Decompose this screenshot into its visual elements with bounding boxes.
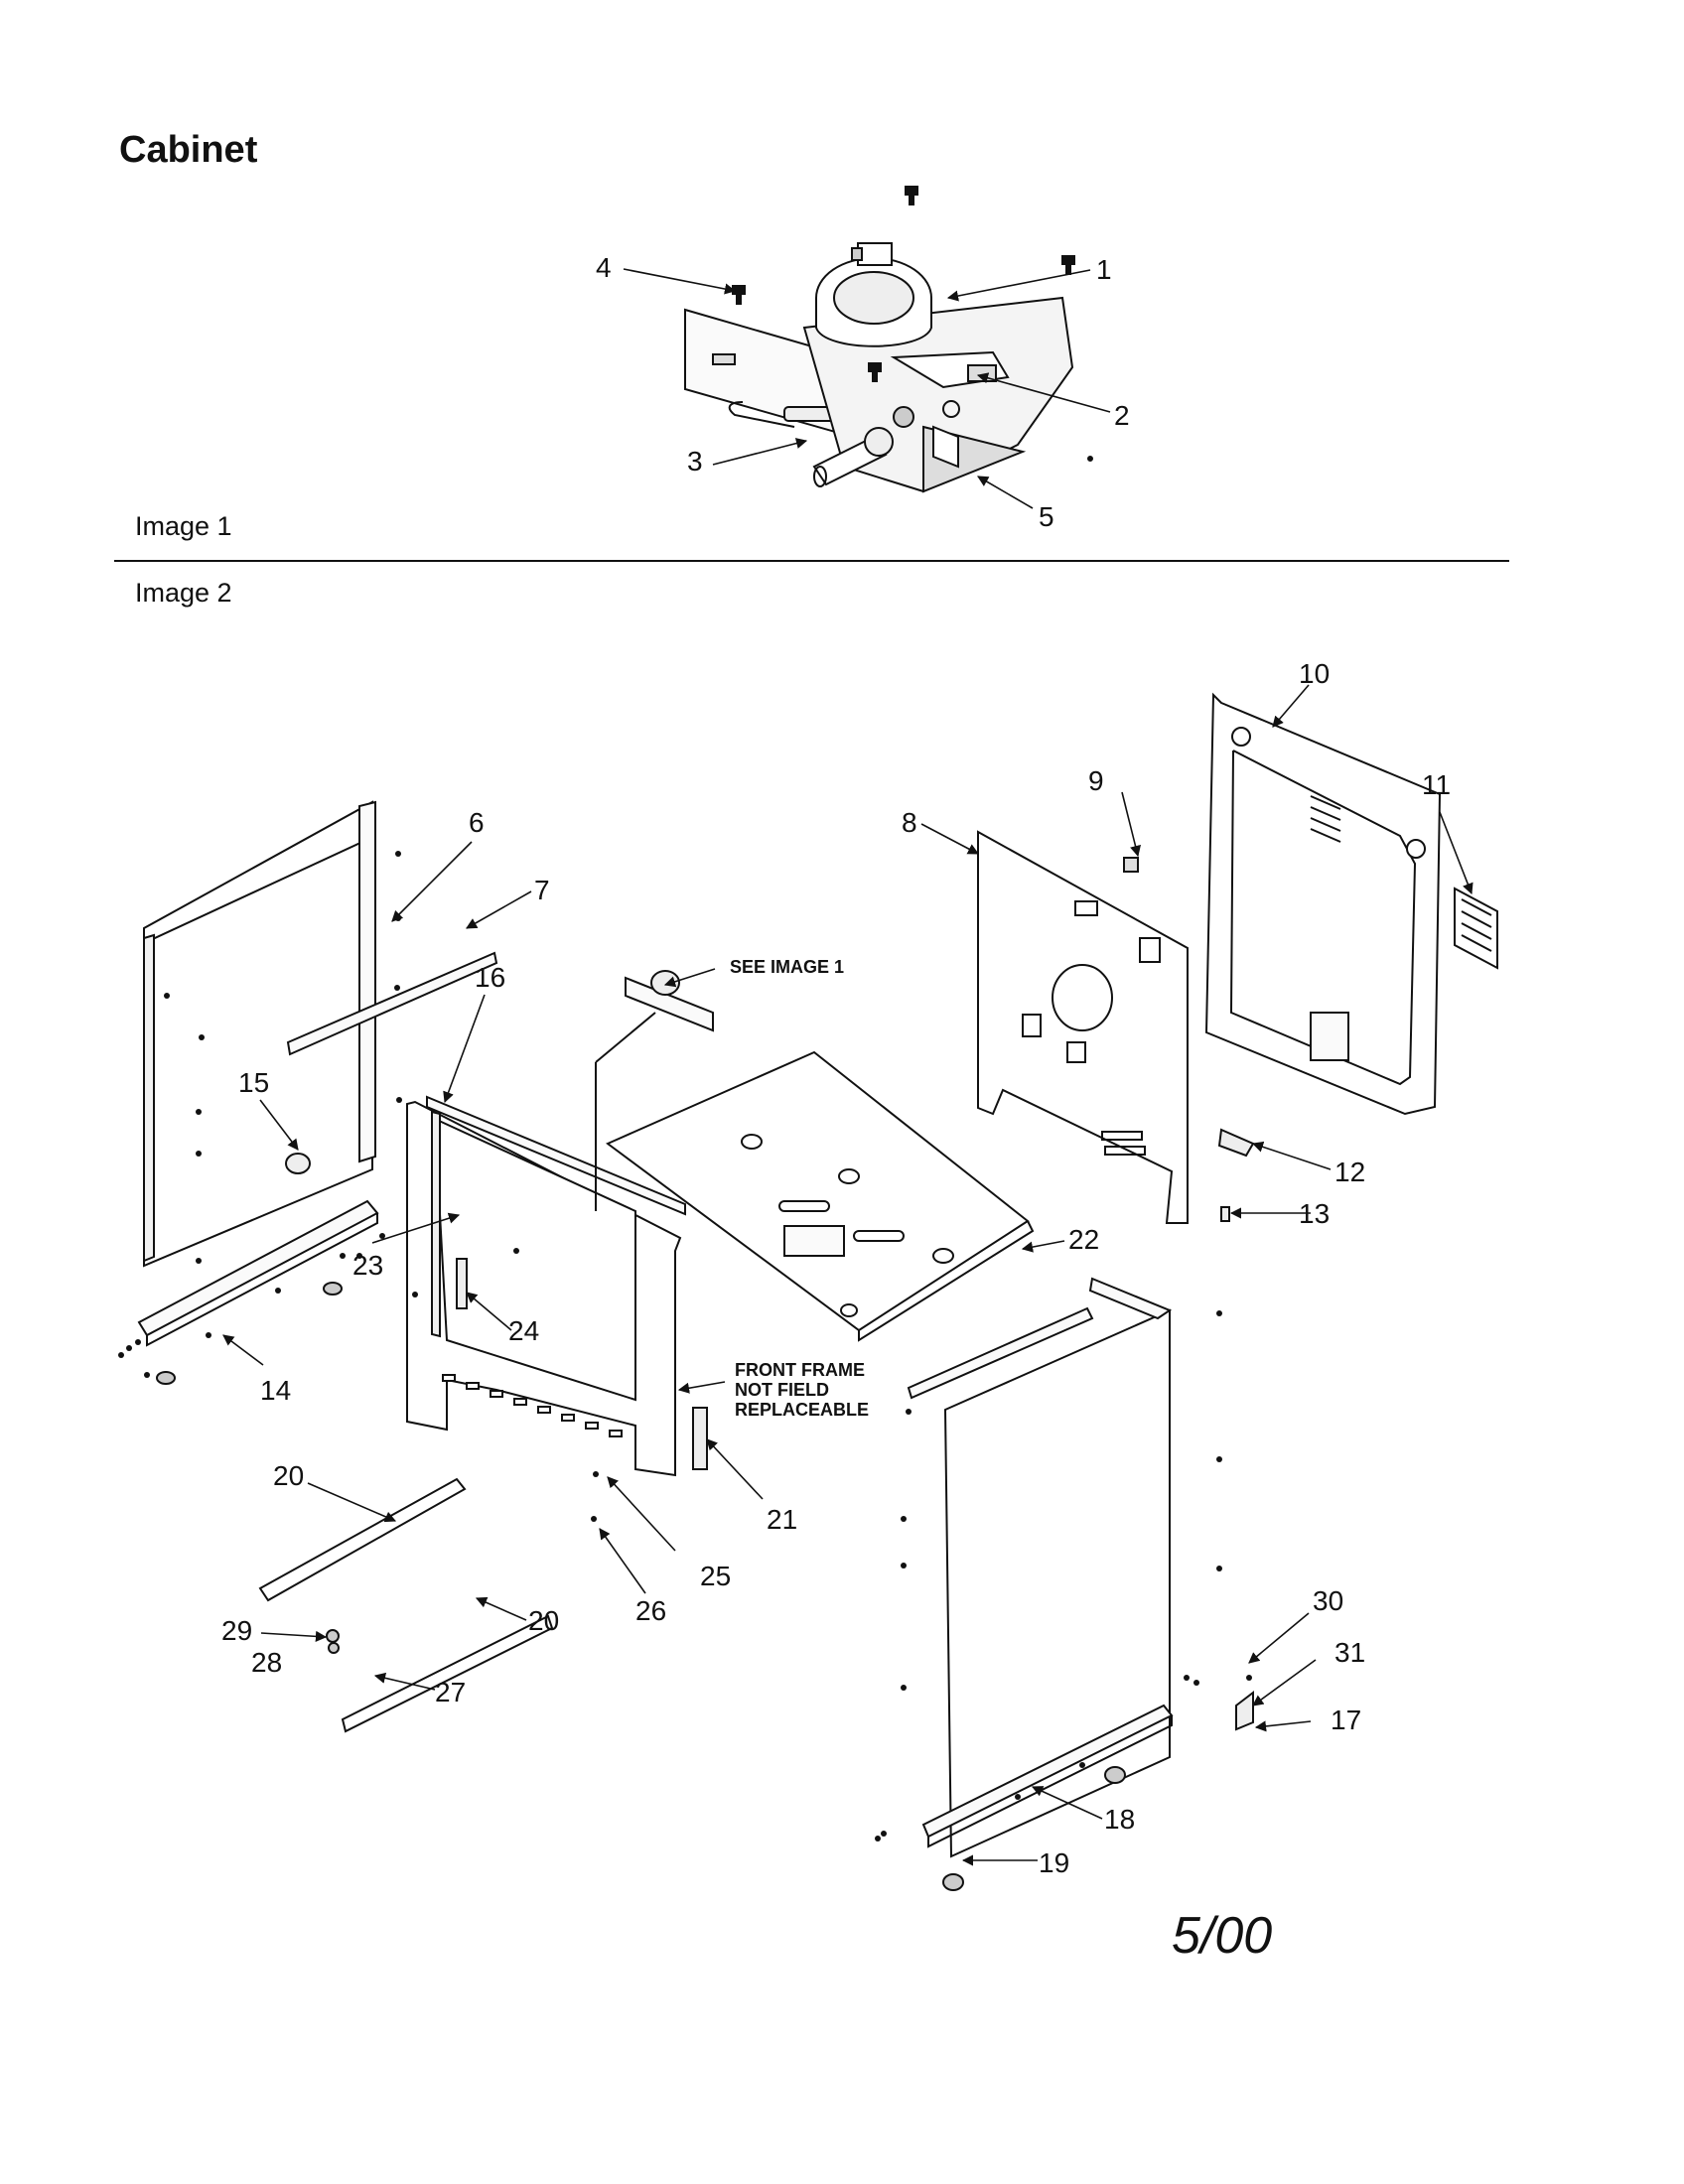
- fastener-dots: [118, 851, 1252, 1842]
- note-see-image-1: SEE IMAGE 1: [730, 957, 844, 977]
- callout-12: 12: [1334, 1157, 1365, 1187]
- callout-21: 21: [767, 1504, 797, 1535]
- callout-31: 31: [1334, 1637, 1365, 1668]
- callout-20-lower: 20: [528, 1605, 559, 1636]
- callout-4: 4: [596, 252, 612, 283]
- callout-2: 2: [1114, 400, 1130, 431]
- callout-10: 10: [1299, 658, 1330, 689]
- callout-1: 1: [1096, 254, 1112, 285]
- revision-date: 5/00: [1172, 1907, 1273, 1965]
- callout-15: 15: [238, 1067, 269, 1098]
- callout-14: 14: [260, 1375, 291, 1406]
- callout-23: 23: [352, 1250, 383, 1281]
- callout-25: 25: [700, 1561, 731, 1591]
- note-front-frame-line-1: FRONT FRAME: [735, 1360, 865, 1380]
- callout-9: 9: [1088, 765, 1104, 796]
- callout-29: 29: [221, 1615, 252, 1646]
- screw-icon: [732, 285, 746, 305]
- callout-8: 8: [902, 807, 917, 838]
- right-side-panel: [943, 1308, 1171, 1858]
- screw-icon: [868, 362, 882, 382]
- callout-13: 13: [1299, 1198, 1330, 1229]
- screw-icon: [1061, 255, 1075, 275]
- callout-3: 3: [687, 446, 703, 477]
- callout-17: 17: [1331, 1705, 1361, 1735]
- note-front-frame-line-3: REPLACEABLE: [735, 1400, 869, 1420]
- image-1-leaders: [623, 268, 1111, 509]
- note-front-frame-line-2: NOT FIELD: [735, 1380, 829, 1400]
- callout-22: 22: [1068, 1224, 1099, 1255]
- callout-16: 16: [475, 962, 505, 993]
- callout-19: 19: [1039, 1847, 1069, 1878]
- callout-11: 11: [1422, 769, 1451, 800]
- callout-27: 27: [435, 1677, 466, 1707]
- image-1-label: Image 1: [135, 511, 232, 541]
- callout-6: 6: [469, 807, 485, 838]
- image-2-leaders: [222, 684, 1474, 1866]
- image-2-assembly: [137, 692, 1498, 1891]
- screw-icon: [905, 186, 918, 205]
- callout-20-upper: 20: [273, 1460, 304, 1491]
- callout-7: 7: [534, 875, 550, 905]
- callout-18: 18: [1104, 1804, 1135, 1835]
- image-1-assembly: [684, 186, 1093, 493]
- callout-5: 5: [1039, 501, 1054, 532]
- page-title: Cabinet: [119, 129, 258, 171]
- callout-26: 26: [635, 1595, 666, 1626]
- callout-30: 30: [1313, 1585, 1343, 1616]
- callout-24: 24: [508, 1315, 539, 1346]
- callout-28: 28: [251, 1647, 282, 1678]
- image-2-label: Image 2: [135, 578, 232, 608]
